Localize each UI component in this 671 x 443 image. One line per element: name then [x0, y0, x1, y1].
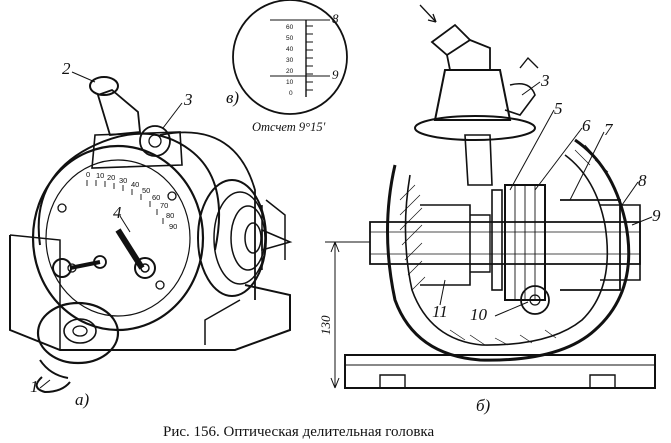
degree-mark-lower: 9	[332, 67, 339, 82]
view-v-sublabel: в)	[226, 88, 239, 107]
scale-number: 40	[286, 46, 294, 53]
scale-number: 20	[286, 68, 294, 75]
callout-label: 10	[470, 305, 488, 324]
dial-tick-label: 20	[107, 173, 115, 182]
callout-label: 11	[432, 302, 448, 321]
view-a-dial-scale	[86, 180, 164, 224]
degree-mark-upper: 8	[332, 11, 339, 26]
figure-caption: Рис. 156. Оптическая делительная головка	[163, 424, 434, 440]
view-a-leaders	[39, 71, 183, 389]
view-a-external-view	[9, 76, 293, 394]
dial-tick-label: 80	[166, 211, 174, 220]
callout-label: 4	[113, 203, 122, 222]
dial-tick-label: 40	[131, 180, 139, 189]
callout-label: 5	[554, 99, 563, 118]
view-a-dial-tick-labels: 0 10 20 30 40 50 60 70 80 90	[86, 170, 177, 231]
view-b-sublabel: б)	[476, 396, 491, 415]
callout-label: 3	[540, 71, 550, 90]
view-a-callouts: 1 2 3 4	[30, 59, 193, 396]
view-b-hatching	[399, 144, 609, 346]
scale-number: 60	[286, 24, 294, 31]
dial-tick-label: 50	[142, 186, 150, 195]
callout-label: 7	[604, 120, 614, 139]
dial-tick-label: 30	[119, 176, 127, 185]
view-b-section-view	[344, 4, 656, 389]
scale-number: 0	[289, 90, 293, 97]
view-a-sublabel: а)	[75, 390, 90, 409]
view-b-callouts: 3 5 6 7 8 9 10 11	[432, 71, 661, 324]
dimension-line	[325, 241, 370, 389]
dial-tick-label: 90	[169, 222, 177, 231]
scale-number: 50	[286, 35, 294, 42]
callout-label: 2	[62, 59, 71, 78]
callout-label: 1	[30, 377, 39, 396]
dial-tick-label: 70	[160, 201, 168, 210]
scale-reading: Отсчет 9°15′	[252, 120, 326, 134]
scale-number: 10	[286, 79, 294, 86]
view-b-leaders	[439, 81, 653, 317]
callout-label: 9	[652, 206, 661, 225]
callout-label: 6	[582, 116, 591, 135]
dimension-value: 130	[318, 315, 333, 335]
dial-tick-label: 10	[96, 171, 104, 180]
callout-label: 3	[183, 90, 193, 109]
view-v-scale-numbers: 60 50 40 30 20 10 0	[286, 24, 294, 97]
dial-tick-label: 0	[86, 170, 90, 179]
view-v-eyepiece-view	[232, 0, 348, 115]
scale-number: 30	[286, 57, 294, 64]
callout-label: 8	[638, 171, 647, 190]
dial-tick-label: 60	[152, 193, 160, 202]
